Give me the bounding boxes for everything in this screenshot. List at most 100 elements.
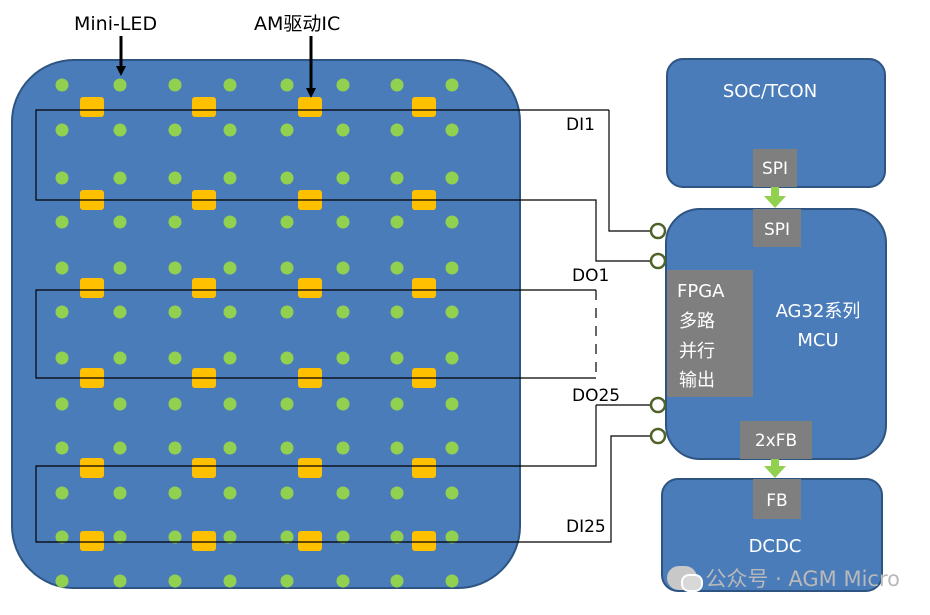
dcdc-fb-label: FB (766, 491, 787, 511)
chain-di25-wire (35, 405, 652, 543)
mini-led-dot (113, 305, 127, 319)
do1-label: DO1 (572, 266, 609, 286)
mini-led-dot (223, 530, 237, 544)
do1-connector (649, 252, 667, 270)
mini-led-dot (223, 171, 237, 185)
mini-led-dot (390, 397, 404, 411)
fb-link-arrow (764, 459, 786, 478)
mini-led-dot (113, 441, 127, 455)
am-driver-ic-chip (80, 531, 104, 551)
am-driver-ic-chip (80, 458, 104, 478)
mcu-title-line-2: MCU (797, 330, 838, 351)
mini-led-dot (336, 530, 350, 544)
mini-led-dot (113, 486, 127, 500)
mini-led-dot (168, 215, 182, 229)
am-driver-ic-chip (298, 278, 322, 298)
mini-led-dot (390, 123, 404, 137)
mini-led-dot (280, 486, 294, 500)
mini-led-dot (390, 171, 404, 185)
mini-led-dot (280, 305, 294, 319)
mini-led-dot (390, 530, 404, 544)
fpga-line-3: 并行 (679, 341, 715, 362)
mini-led-dot (168, 486, 182, 500)
mini-led-dot (55, 351, 69, 365)
mini-led-dot (55, 574, 69, 588)
mini-led-dot (113, 397, 127, 411)
mini-led-dot (280, 351, 294, 365)
am-driver-ic-chip (80, 97, 104, 117)
mini-led-dot (336, 486, 350, 500)
am-driver-ic-chip (192, 278, 216, 298)
dcdc-fb-port (753, 479, 801, 519)
mini-led-dot (336, 397, 350, 411)
mini-led-dot (336, 123, 350, 137)
mini-led-dot (55, 441, 69, 455)
mini-led-dot (55, 261, 69, 275)
chain-di1-wire (608, 110, 652, 232)
soc-spi-port (753, 149, 797, 187)
di25-connector (649, 427, 667, 445)
chain-mid-wire (35, 289, 596, 379)
mini-led-dot (390, 305, 404, 319)
mini-led-dot (168, 261, 182, 275)
mini-led-dot (280, 123, 294, 137)
mini-led-dot (168, 78, 182, 92)
am-driver-ic-grid (80, 97, 436, 551)
mini-led-dot (168, 397, 182, 411)
mini-led-dot (223, 78, 237, 92)
di1-label: DI1 (566, 115, 595, 135)
chain-do1-wire (35, 109, 652, 262)
mini-led-dot (55, 78, 69, 92)
mini-led-dot (445, 78, 459, 92)
mcu-fb-label: 2xFB (755, 431, 797, 451)
am-driver-ic-label: AM驱动IC (254, 13, 340, 35)
mini-led-dot (168, 441, 182, 455)
ic-arrow-head (306, 88, 316, 98)
mini-led-dot (280, 397, 294, 411)
mini-led-dot (55, 171, 69, 185)
mini-led-dot (113, 351, 127, 365)
mini-led-dot (223, 574, 237, 588)
mini-led-dot (336, 305, 350, 319)
mini-led-dot (168, 305, 182, 319)
mini-led-dot (390, 486, 404, 500)
mcu-fb-port (740, 421, 812, 459)
mini-led-dot (390, 351, 404, 365)
mini-led-dot (445, 123, 459, 137)
mini-led-dot (223, 215, 237, 229)
mini-led-dot (390, 215, 404, 229)
mini-led-dot (280, 215, 294, 229)
am-driver-ic-chip (412, 531, 436, 551)
mini-led-dot (336, 351, 350, 365)
am-driver-ic-chip (80, 278, 104, 298)
mini-led-dot (113, 78, 127, 92)
am-driver-ic-chip (412, 278, 436, 298)
mini-led-dot (223, 441, 237, 455)
watermark-text: 公众号 · AGM Micro (705, 567, 900, 591)
mini-led-dot (113, 123, 127, 137)
am-driver-ic-chip (192, 97, 216, 117)
mini-led-dot (445, 351, 459, 365)
mini-led-dot (55, 530, 69, 544)
mini-led-dot (55, 397, 69, 411)
mini-led-dot (390, 441, 404, 455)
di1-connector (649, 222, 667, 240)
do25-connector (649, 396, 667, 414)
mcu-spi-label: SPI (764, 220, 790, 240)
mini-led-dot (168, 530, 182, 544)
mcu-spi-port (753, 209, 801, 247)
fpga-line-2: 多路 (679, 311, 715, 332)
mini-led-dot (336, 574, 350, 588)
mini-led-dot (168, 171, 182, 185)
mini-led-dot (445, 486, 459, 500)
mini-led-dot (223, 305, 237, 319)
mini-led-dot (336, 171, 350, 185)
am-driver-ic-chip (412, 97, 436, 117)
am-driver-ic-chip (298, 531, 322, 551)
mini-led-dot (390, 261, 404, 275)
mini-led-dot (55, 305, 69, 319)
mini-led-dot (445, 530, 459, 544)
am-driver-ic-chip (298, 458, 322, 478)
mini-led-dot (280, 78, 294, 92)
